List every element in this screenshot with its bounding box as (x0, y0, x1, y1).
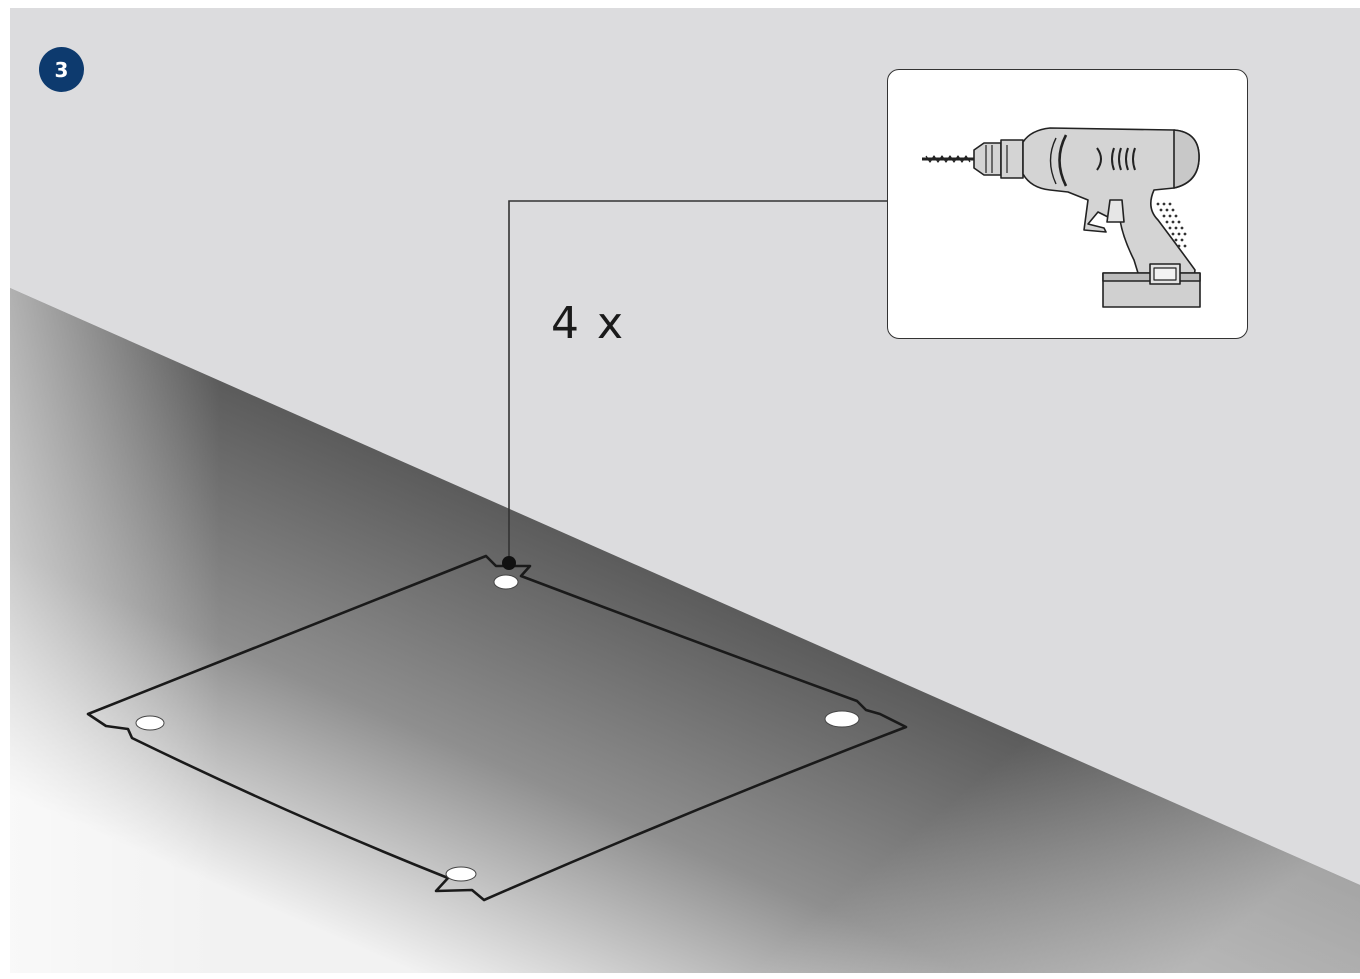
screw-hole-right (824, 710, 860, 728)
screw-hole-left (135, 715, 165, 731)
tool-callout-box (887, 69, 1248, 339)
screw-hole-top (493, 574, 519, 590)
quantity-label: 4 x (551, 298, 626, 349)
cordless-drill-icon (922, 127, 1201, 308)
screw-hole-bottom (445, 866, 477, 882)
step-number-badge: 3 (39, 47, 84, 92)
callout-line (508, 200, 887, 563)
mounting-plate-outline (86, 554, 908, 902)
callout-dot (502, 556, 516, 570)
